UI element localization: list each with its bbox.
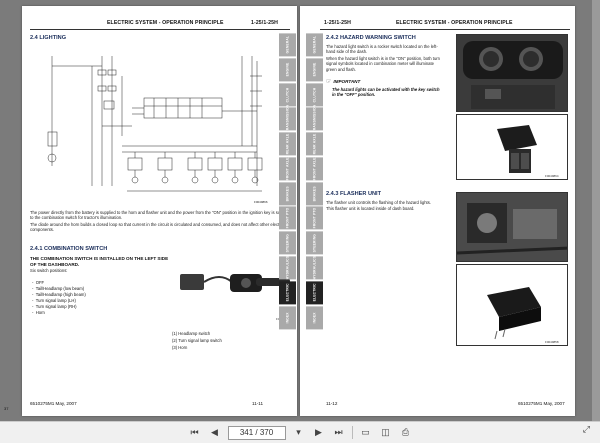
tab-clutch[interactable]: CLUTCH	[306, 82, 323, 106]
left-body-text: The power directly from the battery is s…	[30, 210, 292, 221]
important-text: The hazard lights can be activated with …	[332, 87, 440, 98]
page-number-input[interactable]: 341 / 370	[227, 425, 286, 440]
tab-general[interactable]: GENERAL	[306, 33, 323, 57]
tab-index[interactable]: INDEX	[306, 305, 323, 329]
page-dropdown-icon[interactable]: ▾	[296, 427, 301, 437]
photo2-code: F0049858	[545, 340, 559, 344]
tab-electric[interactable]: ELECTRIC	[306, 280, 323, 305]
vertical-scrollbar[interactable]	[592, 0, 600, 421]
prev-page-icon[interactable]: ◀	[211, 427, 218, 437]
last-page-icon[interactable]: ⏭	[334, 427, 343, 437]
tab-front-axle[interactable]: FRONT AXLE	[306, 156, 323, 181]
tab-hydraulics[interactable]: HYDRAULICS	[306, 256, 323, 280]
hazard-switch-photo: F0049864	[456, 114, 568, 180]
hazard-switch-text: The hazard light switch is a rocker swit…	[326, 44, 438, 55]
left-section-title: 2.4 LIGHTING	[30, 35, 67, 41]
list-item: - Turn signal lamp (LH)	[32, 298, 76, 303]
two-page-view-icon[interactable]: ◫	[381, 427, 390, 437]
list-item: - Tail/Headlamp (low beam)	[32, 286, 85, 291]
combination-switch-title: 2.4.1 COMBINATION SWITCH	[30, 246, 108, 252]
switch-positions-intro: Six switch positions:	[30, 268, 68, 273]
tab-general[interactable]: GENERAL	[279, 33, 296, 57]
tab-engine[interactable]: ENGINE	[306, 57, 323, 82]
list-item: - OFF	[32, 280, 45, 285]
tab-transmission[interactable]: TRANSMISSION	[306, 105, 323, 133]
left-header-model: 1-25/1-25H	[251, 20, 278, 26]
left-page-number: 11-11	[252, 401, 264, 406]
left-footer-code: 6510275M1 May, 2007	[30, 401, 77, 406]
left-header-title: ELECTRIC SYSTEM - OPERATION PRINCIPLE	[107, 20, 224, 26]
flasher-unit-title: 2.4.3 FLASHER UNIT	[326, 191, 382, 197]
toolbar-separator	[351, 426, 353, 439]
left-chapter-tabs: GENERAL ENGINE CLUTCH TRANSMISSION REAR …	[279, 33, 296, 330]
important-notice: ☞ IMPORTANT	[326, 78, 360, 85]
hazard-switch-text-2: When the hazard light switch is in the "…	[326, 56, 440, 72]
right-chapter-tabs: GENERAL ENGINE CLUTCH TRANSMISSION REAR …	[306, 33, 323, 330]
left-body-text-2: The diode around the horn builds a close…	[30, 222, 284, 233]
important-label: IMPORTANT	[333, 79, 361, 84]
flasher-unit-text: The flasher unit controls the flashing o…	[326, 200, 431, 205]
combination-switch-photo: F0049856	[172, 252, 292, 326]
right-header-title: ELECTRIC SYSTEM - OPERATION PRINCIPLE	[396, 20, 513, 26]
left-page: ELECTRIC SYSTEM - OPERATION PRINCIPLE 1-…	[4, 6, 297, 416]
tab-front-axle[interactable]: FRONT AXLE	[279, 156, 296, 181]
tab-rear-axle[interactable]: REAR AXLE	[306, 132, 323, 156]
tab-brakes[interactable]: BRAKES	[279, 181, 296, 206]
print-icon[interactable]: ⎙	[401, 427, 410, 437]
combination-switch-note: THE COMBINATION SWITCH IS INSTALLED ON T…	[30, 256, 169, 267]
flasher-unit-text-2: This flasher unit is located inside of d…	[326, 206, 415, 211]
right-page-number: 11-12	[326, 401, 338, 406]
tab-front-pto[interactable]: FRONT PTO	[279, 206, 296, 230]
switch-callouts: (1) Headlamp switch (2) Turn signal lamp…	[172, 331, 222, 350]
tab-electric[interactable]: ELECTRIC	[279, 280, 296, 305]
tab-transmission[interactable]: TRANSMISSION	[279, 105, 296, 133]
tab-engine[interactable]: ENGINE	[279, 57, 296, 82]
hazard-switch-title: 2.4.2 HAZARD WARNING SWITCH	[326, 35, 416, 41]
right-page: 1-25/1-25H ELECTRIC SYSTEM - OPERATION P…	[300, 6, 575, 416]
list-item: - Turn signal lamp (RH)	[32, 304, 77, 309]
lighting-wiring-diagram	[47, 56, 263, 192]
tab-steering[interactable]: STEERING	[306, 231, 323, 255]
pdf-toolbar: ⏮ ◀ 341 / 370 ▾ ▶ ⏭ ▭ ◫ ⎙	[0, 421, 600, 443]
flasher-unit-photo: F0049858	[456, 264, 568, 346]
tab-hydraulics[interactable]: HYDRAULICS	[279, 256, 296, 280]
list-item: - Tail/Headlamp (high beam)	[32, 292, 86, 297]
right-footer-code: 6510275M1 May, 2007	[518, 401, 565, 406]
left-header-rule	[30, 29, 290, 30]
diagram-code: F0049866	[254, 200, 268, 204]
flasher-location-photo	[456, 192, 568, 262]
switch-positions-list: - OFF - Tail/Headlamp (low beam) - Tail/…	[32, 280, 86, 316]
tab-clutch[interactable]: CLUTCH	[279, 82, 296, 106]
photo1-code: F0049864	[545, 174, 559, 178]
tab-rear-axle[interactable]: REAR AXLE	[279, 132, 296, 156]
tab-brakes[interactable]: BRAKES	[306, 181, 323, 206]
pointing-hand-icon: ☞	[326, 79, 332, 85]
single-page-view-icon[interactable]: ▭	[361, 427, 370, 437]
dashboard-photo	[456, 34, 568, 112]
right-header-model: 1-25/1-25H	[324, 20, 351, 26]
tab-index[interactable]: INDEX	[279, 305, 296, 329]
list-item: - Horn	[32, 310, 45, 315]
first-page-icon[interactable]: ⏮	[190, 427, 199, 437]
next-page-icon[interactable]: ▶	[315, 427, 322, 437]
corner-number: 37	[4, 406, 9, 411]
right-header-rule	[320, 29, 570, 30]
tab-front-pto[interactable]: FRONT PTO	[306, 206, 323, 230]
tab-steering[interactable]: STEERING	[279, 231, 296, 255]
fullscreen-icon[interactable]: ⤢	[582, 424, 590, 434]
